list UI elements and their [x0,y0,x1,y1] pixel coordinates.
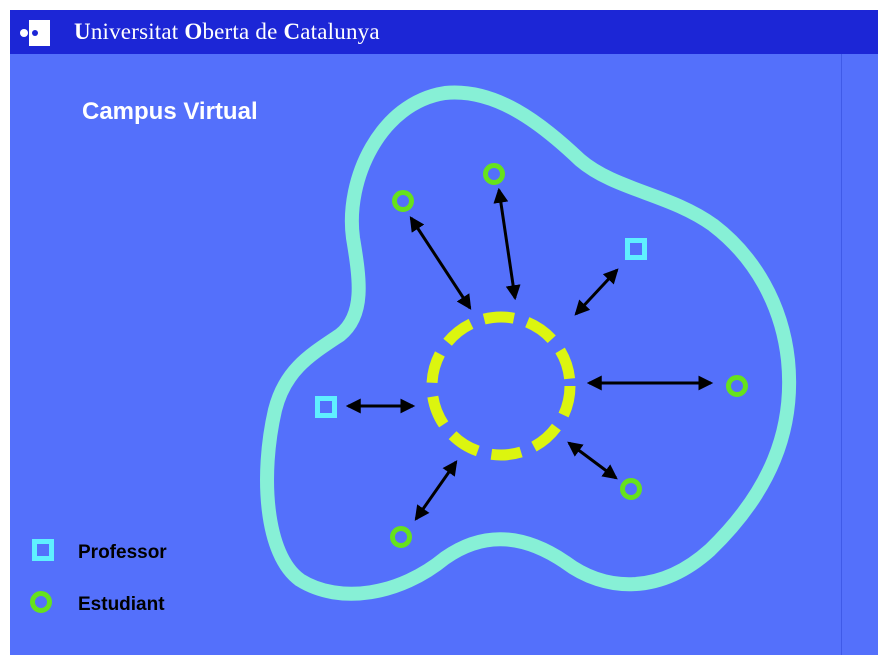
center-hub-ring [426,311,576,461]
arrow-student-bottom-left [414,460,458,521]
student-right-circle-icon [726,375,748,397]
header-bar: Universitat Oberta de Catalunya [10,10,878,54]
legend-professor-label: Professor [78,542,167,563]
professor-top-right-square-icon [625,238,647,260]
student-top-circle-icon [483,163,505,185]
student-bottom-right-circle-icon [620,478,642,500]
diagram-title: Campus Virtual [82,98,258,125]
legend-student-circle-icon [30,591,52,613]
arrow-student-top-left [409,216,472,310]
student-bottom-left-circle-icon [390,526,412,548]
campus-diagram [30,85,797,613]
student-top-left-circle-icon [392,190,414,212]
campus-boundary [260,85,797,601]
arrow-student-top [493,187,521,301]
uoc-logo-icon [20,20,50,46]
arrow-student-bottom-right [567,441,618,480]
university-title: Universitat Oberta de Catalunya [74,19,380,44]
professor-left-square-icon [315,396,337,418]
divider-line [841,54,842,655]
slide: Universitat Oberta de Catalunya Campus V… [10,10,878,655]
legend-professor-square-icon [32,539,54,561]
legend-student-label: Estudiant [78,594,165,615]
arrow-professor-top-right [574,268,619,316]
